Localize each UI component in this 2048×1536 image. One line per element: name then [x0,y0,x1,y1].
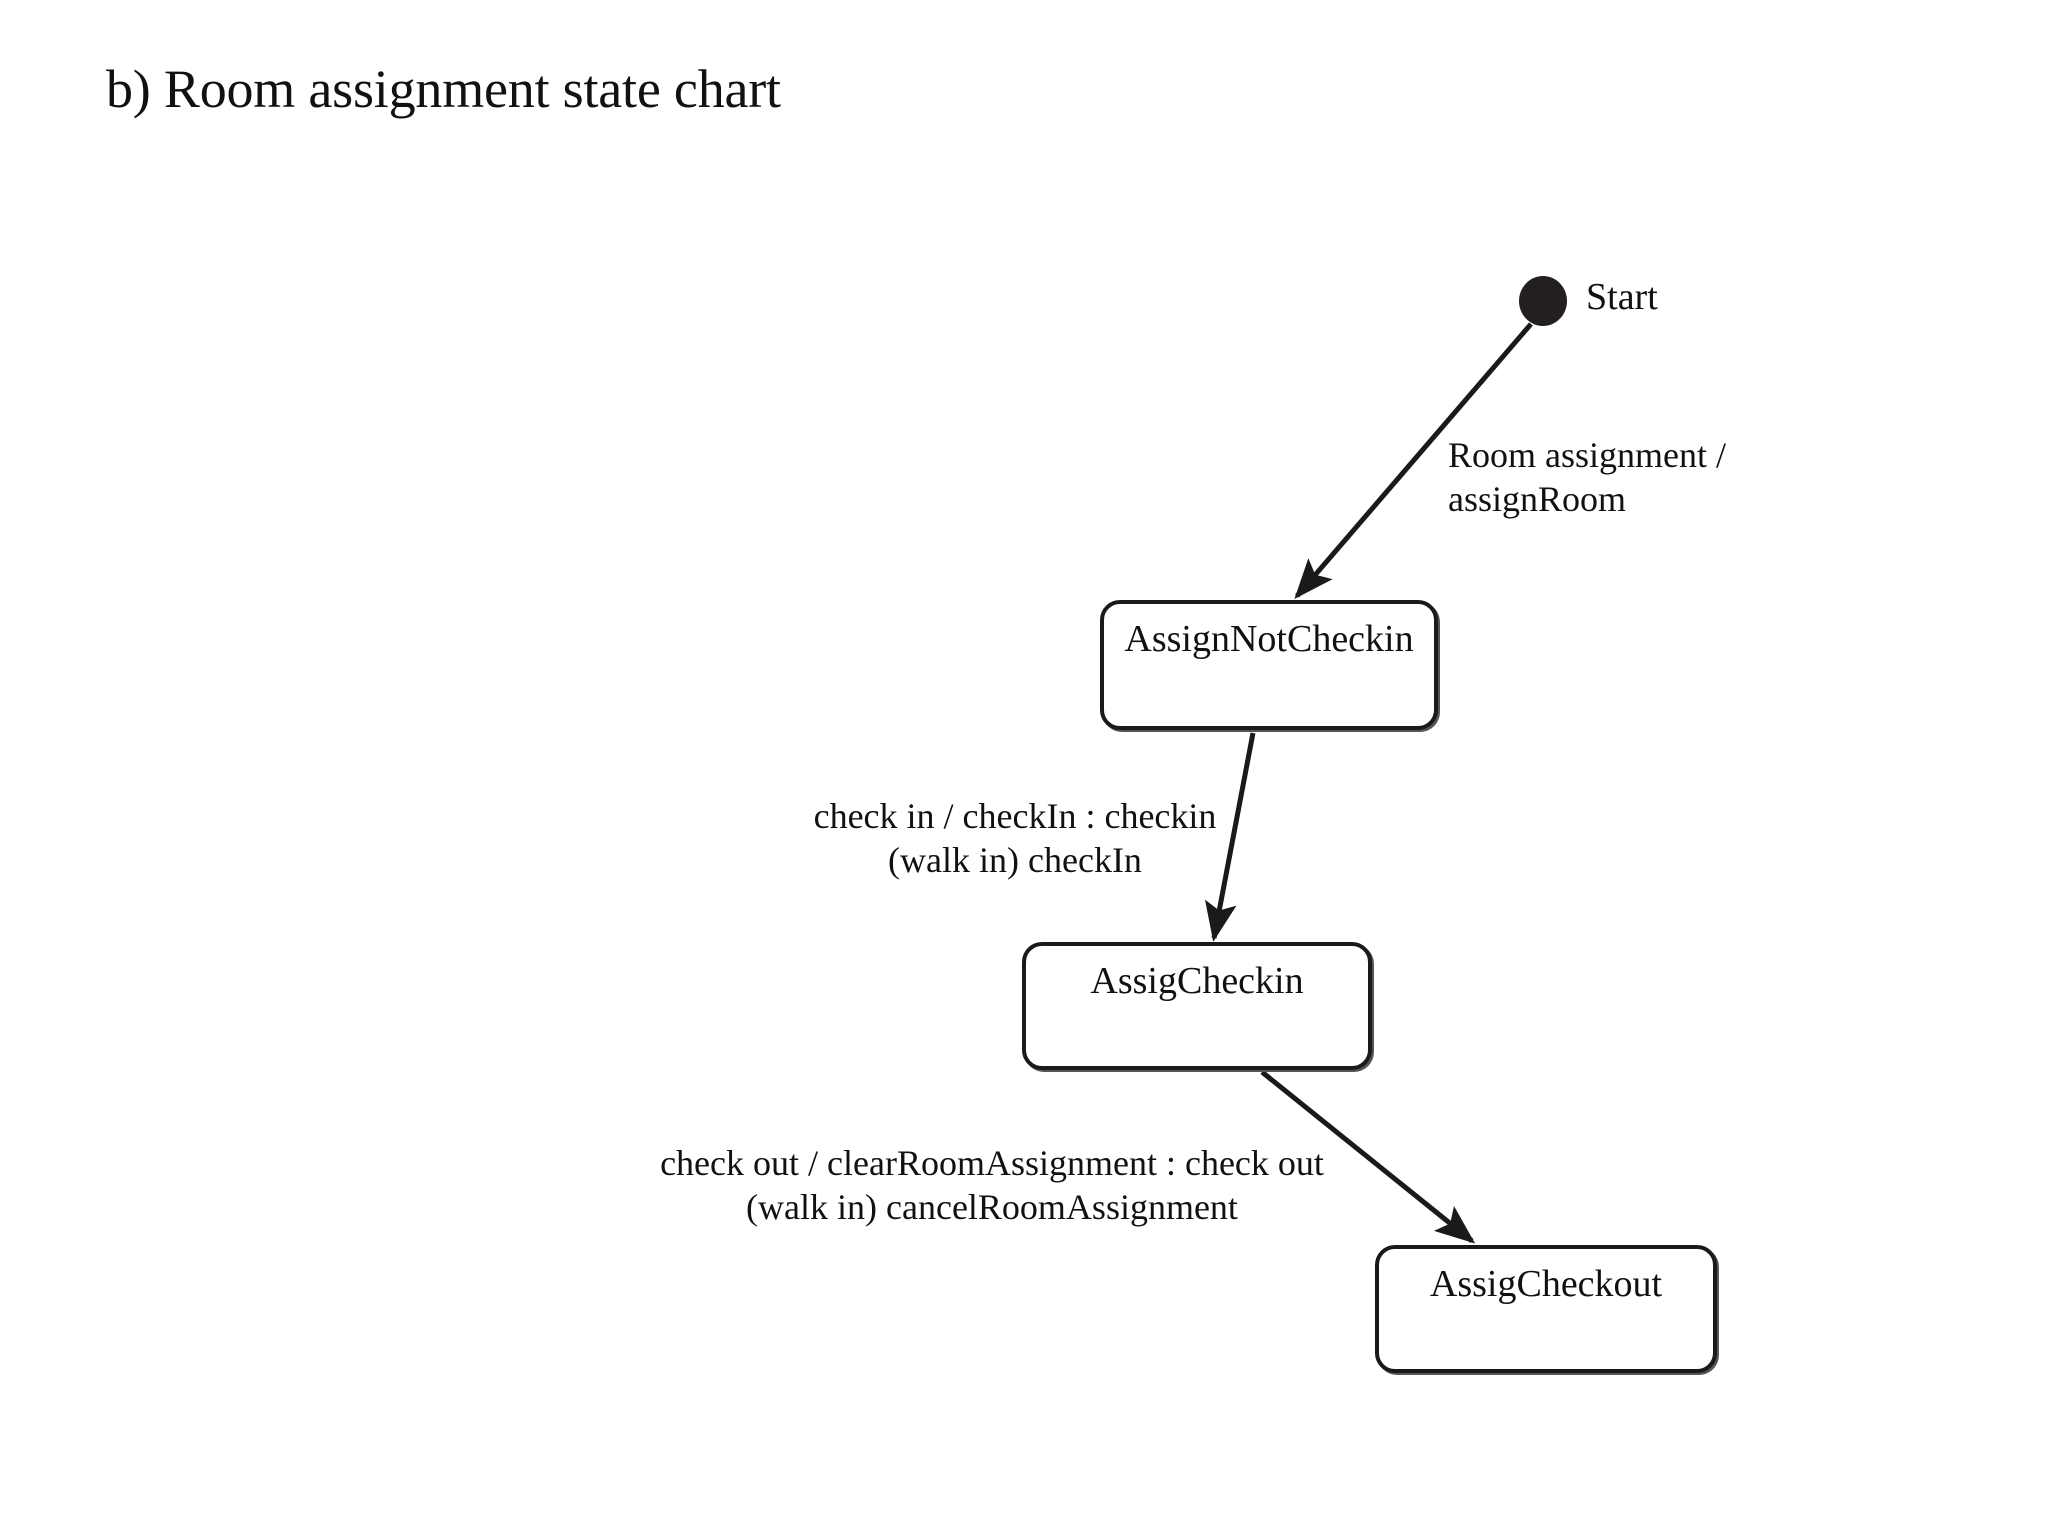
transition-label-line-1: check in / checkIn : checkin [813,796,1217,836]
transition-label-line-2: (walk in) cancelRoomAssignment [746,1186,1238,1227]
state-assignnotcheckin[interactable]: AssignNotCheckin [1100,600,1438,730]
edge-assigcheckin-to-assigcheckout [1260,1070,1476,1244]
transition-label-line-2: (walk in) checkIn [888,839,1142,880]
edge-assignnotcheckin-to-assigcheckin [1205,732,1256,942]
state-assigcheckin[interactable]: AssigCheckin [1022,942,1372,1070]
start-state-label: Start [1586,276,1658,318]
transition-label-line-1: check out / clearRoomAssignment : check … [660,1143,1324,1183]
transition-label-line-1: Room assignment / [1448,435,1726,475]
transition-label-room-assignment: Room assignment / assignRoom [1448,434,1726,522]
edge-start-to-assignnotcheckin [1294,322,1533,600]
state-assigcheckout-label: AssigCheckout [1429,1263,1663,1305]
transition-label-line-2: assignRoom [1448,478,1627,519]
transition-label-check-in: check in / checkIn : checkin (walk in) c… [790,795,1240,883]
page-title: b) Room assignment state chart [106,59,781,119]
state-assignnotcheckin-label: AssignNotCheckin [1124,618,1414,660]
state-assigcheckin-label: AssigCheckin [1090,960,1304,1002]
start-state-circle-icon [1519,276,1567,326]
transition-label-check-out: check out / clearRoomAssignment : check … [630,1142,1354,1230]
state-assigcheckout[interactable]: AssigCheckout [1375,1245,1717,1373]
